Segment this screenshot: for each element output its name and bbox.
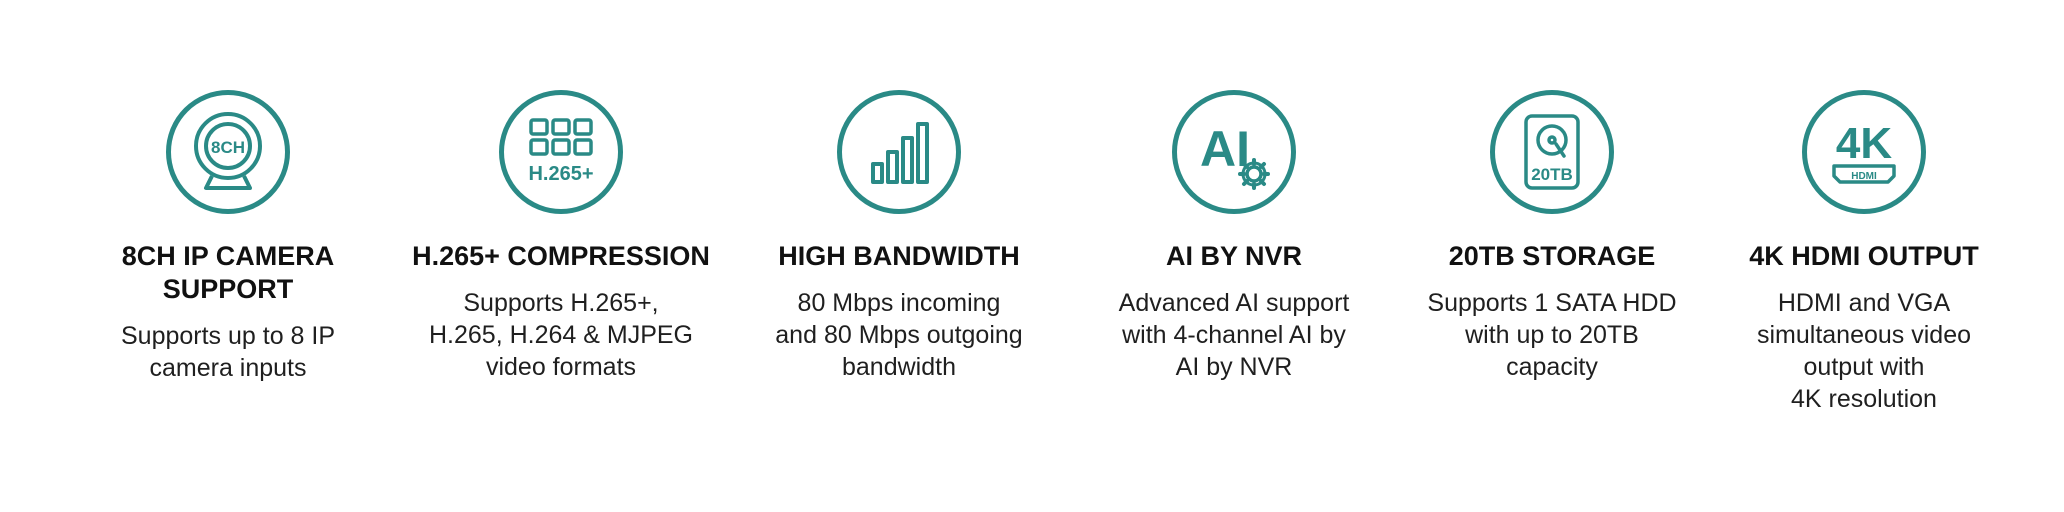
feature-storage: 20TB 20TB STORAGE Supports 1 SATA HDD wi… — [1402, 90, 1702, 383]
feature-title: H.265+ COMPRESSION — [412, 241, 710, 271]
ai-gear-icon: AI — [1172, 90, 1296, 214]
signal-bars-icon — [837, 90, 961, 214]
feature-title: 20TB STORAGE — [1448, 241, 1656, 271]
feature-hdmi: 4K HDMI 4K HDMI OUTPUT HDMI and VGA simu… — [1714, 90, 2014, 415]
svg-text:HDMI: HDMI — [1851, 171, 1877, 182]
feature-description: 80 Mbps incoming and 80 Mbps outgoing ba… — [775, 289, 1023, 381]
feature-ai: AI AI BY NVR Advanced AI support with 4-… — [1084, 90, 1384, 383]
feature-bandwidth: HIGH BANDWIDTH 80 Mbps incoming and 80 M… — [749, 90, 1049, 383]
grid-compression-icon-label: H.265+ — [528, 163, 593, 185]
feature-camera-support: 8CH 8CH IP CAMERA SUPPORT Supports up to… — [78, 90, 378, 384]
feature-title: 4K HDMI OUTPUT — [1749, 241, 1979, 271]
ai-gear-icon-label: AI — [1200, 121, 1250, 177]
webcam-icon: 8CH — [166, 90, 290, 214]
hdmi-4k-icon: 4K HDMI — [1802, 90, 1926, 214]
feature-description: Supports H.265+, H.265, H.264 & MJPEG vi… — [428, 289, 693, 381]
feature-description: Supports 1 SATA HDD with up to 20TB capa… — [1427, 289, 1677, 381]
feature-description: Advanced AI support with 4-channel AI by… — [1118, 289, 1350, 381]
feature-title: 8CH IP CAMERA SUPPORT — [121, 241, 335, 304]
feature-title: HIGH BANDWIDTH — [778, 241, 1020, 271]
hard-drive-icon-label: 20TB — [1531, 165, 1573, 184]
feature-compression: H.265+ H.265+ COMPRESSION Supports H.265… — [411, 90, 711, 383]
hdmi-4k-icon-label: 4K — [1836, 119, 1892, 168]
webcam-icon-label: 8CH — [211, 138, 245, 157]
grid-compression-icon: H.265+ — [499, 90, 623, 214]
feature-description: Supports up to 8 IP camera inputs — [120, 322, 336, 382]
feature-title: AI BY NVR — [1165, 241, 1303, 271]
feature-description: HDMI and VGA simultaneous video output w… — [1756, 289, 1971, 413]
hard-drive-icon: 20TB — [1490, 90, 1614, 214]
